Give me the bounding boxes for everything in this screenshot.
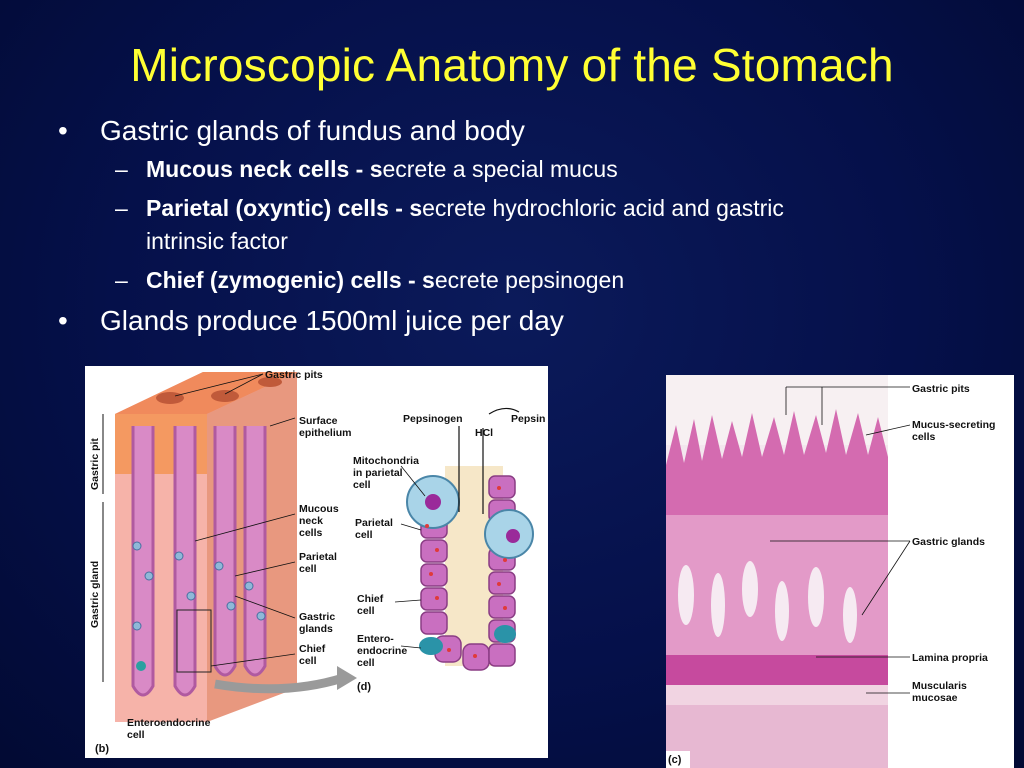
gland-lumens [678,561,857,643]
parietal-nucleus [506,529,520,543]
label-pepsin: Pepsin [511,413,545,425]
label-area [888,375,1014,768]
mucosal-folds [666,409,888,515]
zoom-box [176,609,212,673]
sub-bullet-item: – Mucous neck cells - secrete a special … [115,153,978,186]
label-endocrine: endocrine [357,645,407,657]
dash-glyph: – [115,267,128,293]
leader-lines-c [770,386,911,694]
label-surface: Surface [299,415,338,427]
label-chief-d: Chief [357,593,384,605]
label-glands: glands [299,623,333,635]
gland-tube [243,426,267,677]
zoom-arrowhead [337,666,357,690]
label-mucosae: mucosae [912,692,958,704]
panel-tag-d: (d) [357,681,371,693]
bullet-glyph: • [58,115,68,146]
sub-bullet-text: Chief (zymogenic) cells - secrete pepsin… [146,264,624,297]
bullet-text: Glands produce 1500ml juice per day [100,305,564,336]
label-epithelium: epithelium [299,427,352,439]
parietal-cells [132,541,266,631]
label-parietal-cell: cell [299,563,317,575]
label-entero: Entero- [357,633,394,645]
label-hcl: HCl [475,427,493,439]
side-label-gastric-pit: Gastric pit [89,438,101,490]
muscularis-band [666,685,888,705]
label-enteroendocrine-cell: cell [127,729,145,741]
label-parietal: Parietal [299,551,337,563]
submucosa-region [666,705,888,768]
label-chief-d-cell: cell [357,605,375,617]
label-enteroendocrine: Enteroendocrine [127,717,211,729]
sub-bullet-item: – Chief (zymogenic) cells - secrete peps… [115,264,978,297]
pepsin-conversion-arrow [488,407,520,415]
dash-glyph: – [115,195,128,221]
label-chief: Chief [299,643,326,655]
panel-tag-b: (b) [95,743,109,755]
label-gastric-glands-c: Gastric glands [912,536,985,548]
slide-title: Microscopic Anatomy of the Stomach [130,39,894,91]
bullet-glyph: • [58,305,68,336]
gastric-micrograph: Gastric pits Mucus-secreting cells Gastr… [666,375,1014,768]
label-parietal-d: Parietal [355,517,393,529]
pit-opening [156,392,184,404]
label-gastric-pits: Gastric pits [265,369,323,381]
term-bold: Chief (zymogenic) cells - s [146,267,435,293]
panel-tag-c: (c) [668,754,682,766]
term-description: ecrete a special mucus [382,156,618,182]
label-gastric: Gastric [299,611,335,623]
gland-diagram: Gastric pit Gastric gland Gastric pits S… [89,369,545,755]
label-mucous: Mucous [299,503,339,515]
tag-background [666,751,690,768]
sub-bullet-text: Mucous neck cells - secrete a special mu… [146,153,618,186]
gland-base-region [666,655,888,685]
enteroendocrine-cells-d [419,625,516,655]
gland-tube [173,426,197,697]
term-description-cont: intrinsic factor [146,228,288,254]
sub-bullet-text: Parietal (oxyntic) cells - secrete hydro… [146,192,784,258]
tissue-top-surface [115,372,297,414]
label-chief-cell: cell [299,655,317,667]
bullet-item: • Gastric glands of fundus and body [58,113,978,149]
label-cells: cells [299,527,323,539]
parietal-nucleus [425,494,441,510]
label-gastric-pits-c: Gastric pits [912,383,970,395]
term-bold: Mucous neck cells - s [146,156,383,182]
sub-bullet-item: – Parietal (oxyntic) cells - secrete hyd… [115,192,978,258]
label-entero-cell: cell [357,657,375,669]
bullet-text: Gastric glands of fundus and body [100,115,525,146]
label-cell: cell [353,479,371,491]
label-mucus-cells: cells [912,431,936,443]
label-neck: neck [299,515,323,527]
leader-lines-b [174,373,296,667]
label-in-parietal: in parietal [353,467,403,479]
bullet-item: • Glands produce 1500ml juice per day [58,303,978,339]
label-parietal-d-cell: cell [355,529,373,541]
bullet-list: • Gastric glands of fundus and body – Mu… [58,113,978,343]
label-mitochondria: Mitochondria [353,455,419,467]
gland-tube [213,426,237,677]
label-muscularis: Muscularis [912,680,967,692]
label-pepsinogen: Pepsinogen [403,413,463,425]
pit-opening [258,377,282,387]
dash-glyph: – [115,156,128,182]
enteroendocrine-cell [136,661,146,671]
gastric-gland-illustration: Gastric pit Gastric gland Gastric pits S… [85,366,548,758]
label-lamina-propria: Lamina propria [912,652,988,664]
secretory-granules [425,486,507,658]
term-description: ecrete pepsinogen [434,267,625,293]
pit-opening [211,390,239,402]
leader-lines-d [394,465,426,649]
side-label-gastric-gland: Gastric gland [89,561,101,628]
micrograph-diagram: Gastric pits Mucus-secreting cells Gastr… [666,375,1014,768]
gland-tube [131,426,155,697]
zoom-arrow [214,673,345,694]
term-bold: Parietal (oxyntic) cells - s [146,195,423,221]
term-description: ecrete hydrochloric acid and gastric [422,195,784,221]
label-mucus-secreting: Mucus-secreting [912,419,995,431]
